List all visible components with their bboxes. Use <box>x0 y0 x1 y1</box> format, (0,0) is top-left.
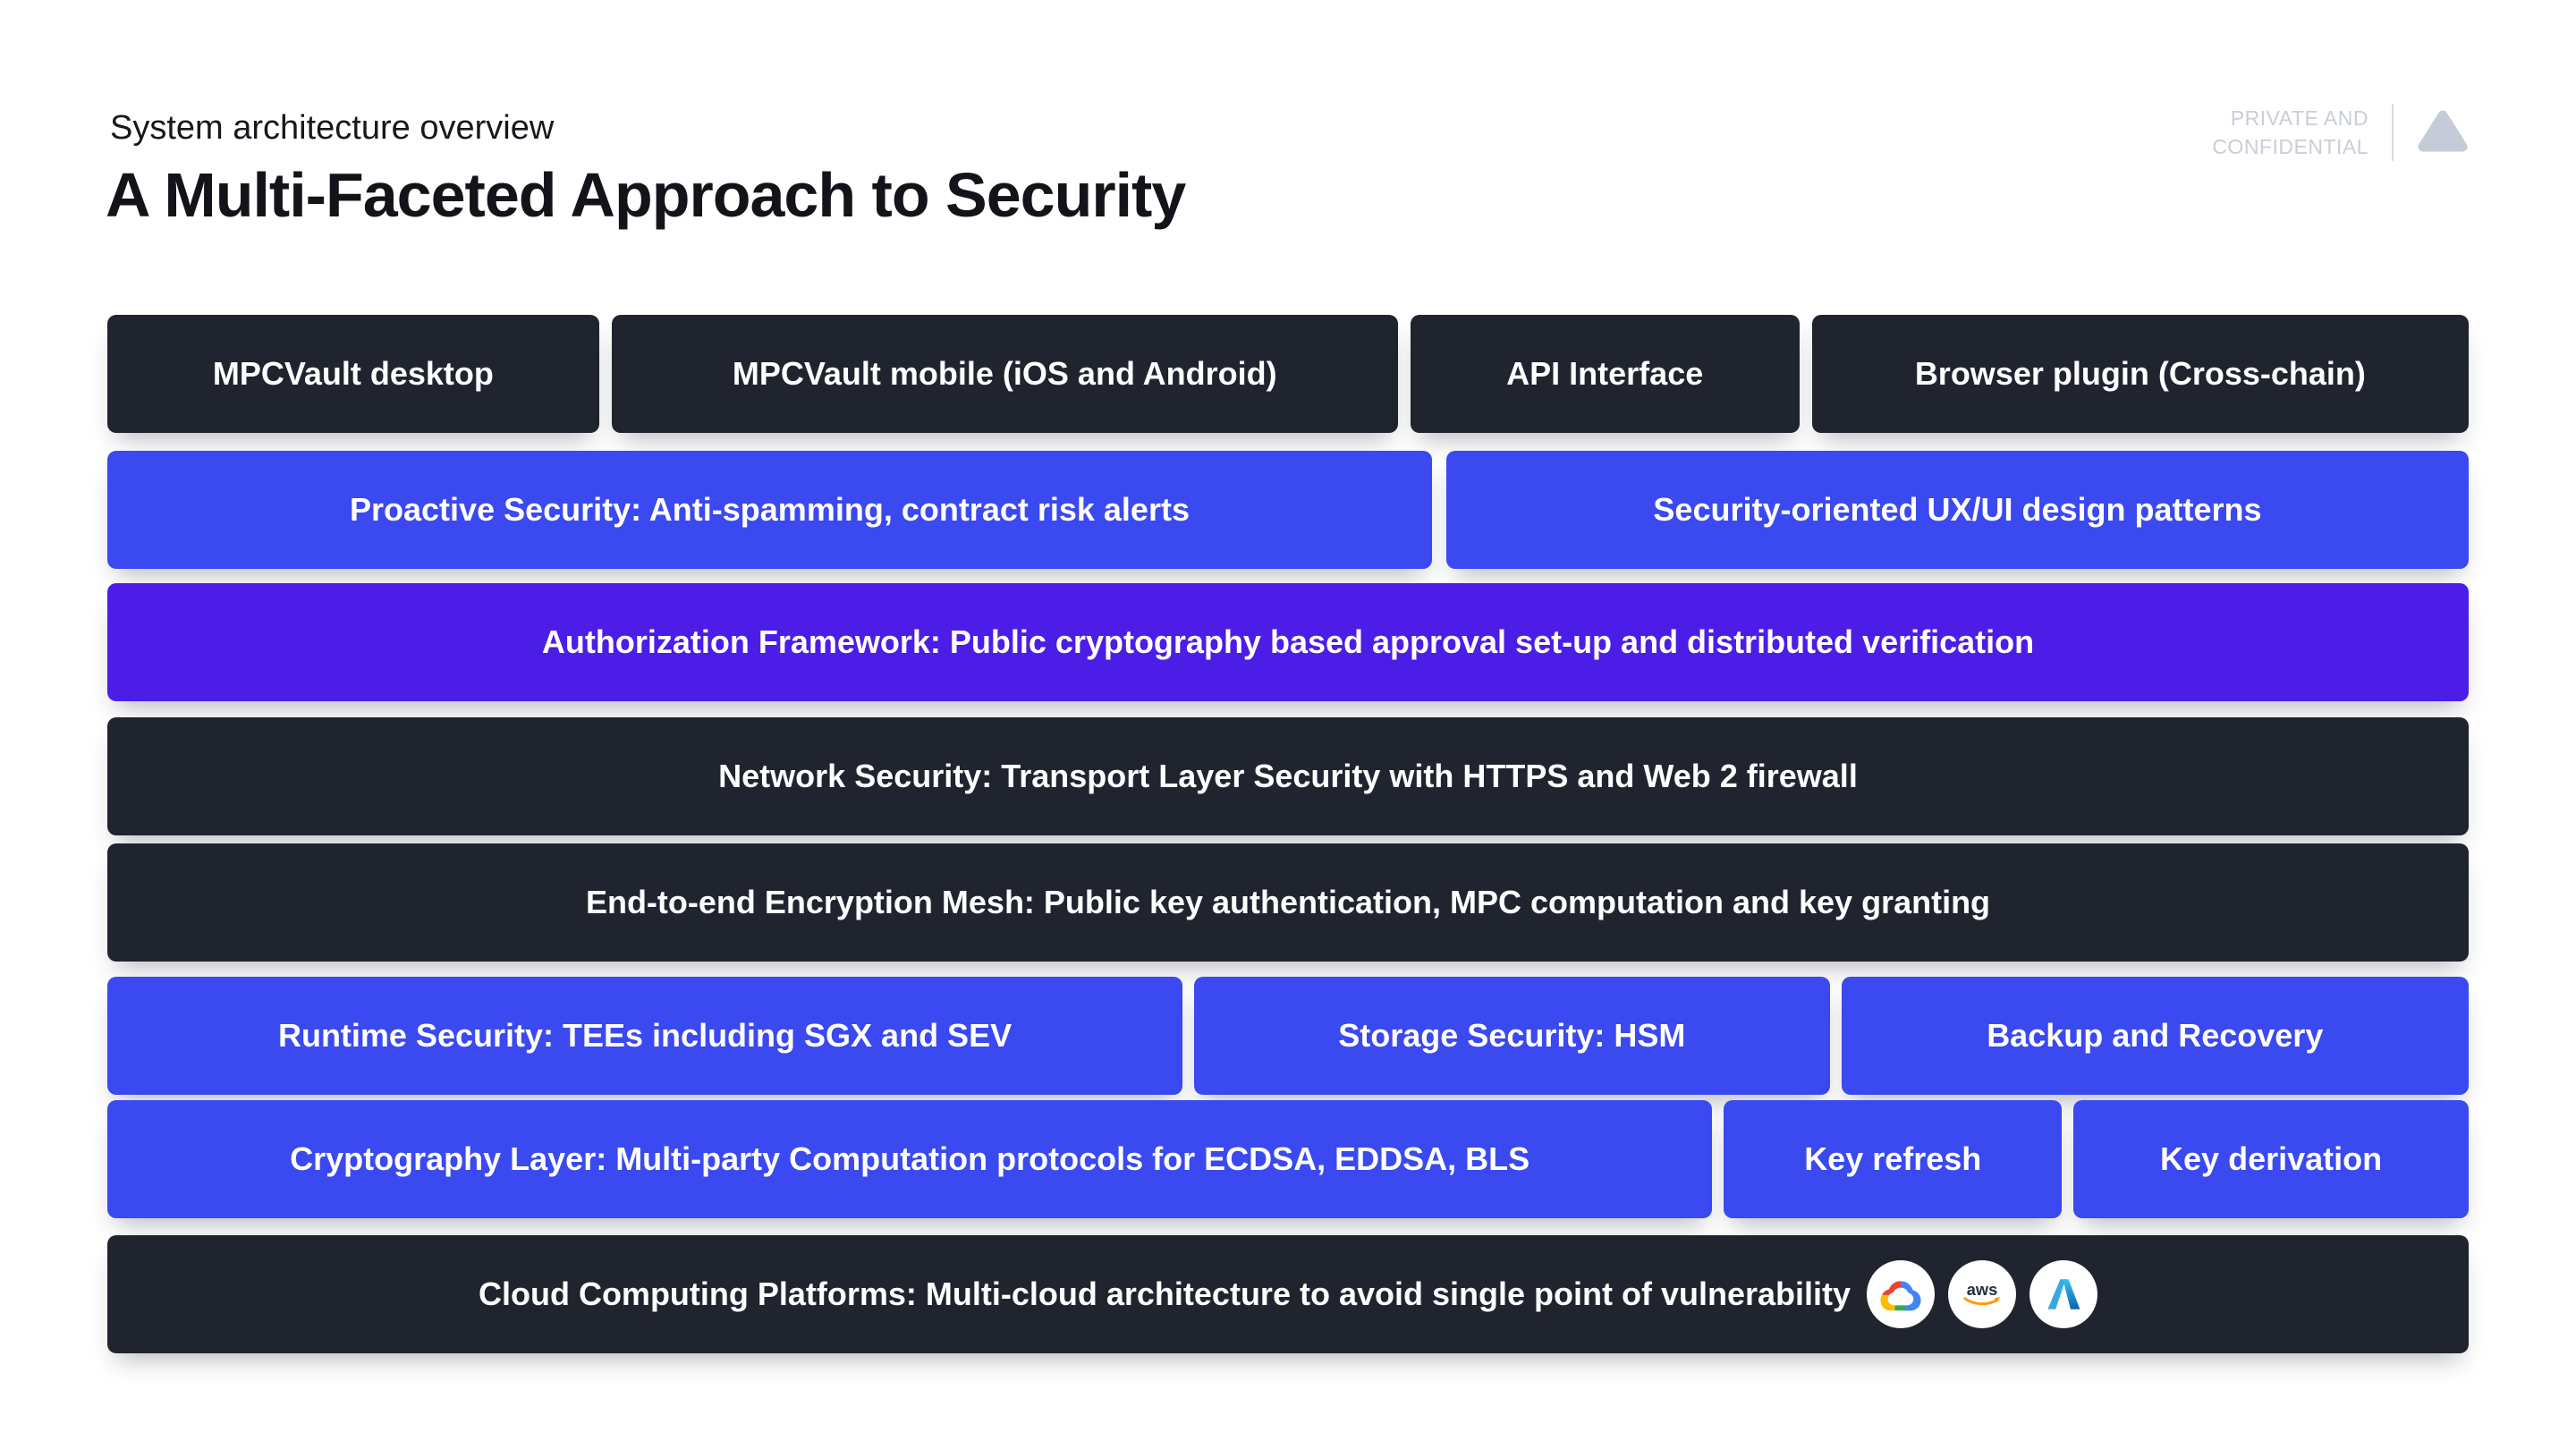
layer-row-authorization: Authorization Framework: Public cryptogr… <box>107 583 2469 701</box>
google-cloud-icon <box>1867 1260 1936 1328</box>
triangle-logo-icon <box>2417 108 2469 157</box>
divider <box>2392 104 2394 162</box>
box-cryptography-layer: Cryptography Layer: Multi-party Computat… <box>107 1100 1713 1218</box>
box-mpcvault-mobile: MPCVault mobile (iOS and Android) <box>611 315 1398 433</box>
box-authorization-framework: Authorization Framework: Public cryptogr… <box>107 583 2469 701</box>
layer-row-clients: MPCVault desktop MPCVault mobile (iOS an… <box>107 315 2469 433</box>
confidential-block: PRIVATE AND CONFIDENTIAL <box>2212 104 2469 162</box>
box-backup-recovery: Backup and Recovery <box>1841 977 2469 1095</box>
box-proactive-security: Proactive Security: Anti-spamming, contr… <box>107 451 1432 569</box>
confidential-line2: CONFIDENTIAL <box>2212 135 2368 159</box>
layer-row-proactive: Proactive Security: Anti-spamming, contr… <box>107 451 2469 569</box>
box-encryption-mesh: End-to-end Encryption Mesh: Public key a… <box>107 843 2469 962</box>
page-title: A Multi-Faceted Approach to Security <box>106 160 1186 230</box>
box-key-refresh: Key refresh <box>1724 1100 2063 1218</box>
layer-row-cloud: Cloud Computing Platforms: Multi-cloud a… <box>107 1235 2469 1353</box>
box-runtime-security: Runtime Security: TEEs including SGX and… <box>107 977 1183 1095</box>
layer-row-network: Network Security: Transport Layer Securi… <box>107 717 2469 835</box>
architecture-stack: MPCVault desktop MPCVault mobile (iOS an… <box>107 315 2469 1353</box>
confidential-label: PRIVATE AND CONFIDENTIAL <box>2212 104 2368 161</box>
box-cloud-platforms: Cloud Computing Platforms: Multi-cloud a… <box>107 1235 2469 1353</box>
box-network-security: Network Security: Transport Layer Securi… <box>107 717 2469 835</box>
box-storage-security: Storage Security: HSM <box>1194 977 1830 1095</box>
cloud-provider-icons: aws <box>1867 1260 2098 1328</box>
box-api-interface: API Interface <box>1410 315 1800 433</box>
page-eyebrow: System architecture overview <box>110 109 555 147</box>
aws-icon: aws <box>1948 1260 2017 1328</box>
box-security-ux: Security-oriented UX/UI design patterns <box>1446 451 2469 569</box>
svg-text:aws: aws <box>1967 1280 1997 1299</box>
cloud-platforms-label: Cloud Computing Platforms: Multi-cloud a… <box>478 1275 1852 1312</box>
box-mpcvault-desktop: MPCVault desktop <box>107 315 599 433</box>
layer-row-cryptography: Cryptography Layer: Multi-party Computat… <box>107 1100 2469 1218</box>
box-browser-plugin: Browser plugin (Cross-chain) <box>1811 315 2469 433</box>
azure-icon <box>2029 1260 2098 1328</box>
layer-row-encryption-mesh: End-to-end Encryption Mesh: Public key a… <box>107 843 2469 962</box>
confidential-line1: PRIVATE AND <box>2230 106 2368 130</box>
layer-row-runtime: Runtime Security: TEEs including SGX and… <box>107 977 2469 1095</box>
box-key-derivation: Key derivation <box>2073 1100 2469 1218</box>
